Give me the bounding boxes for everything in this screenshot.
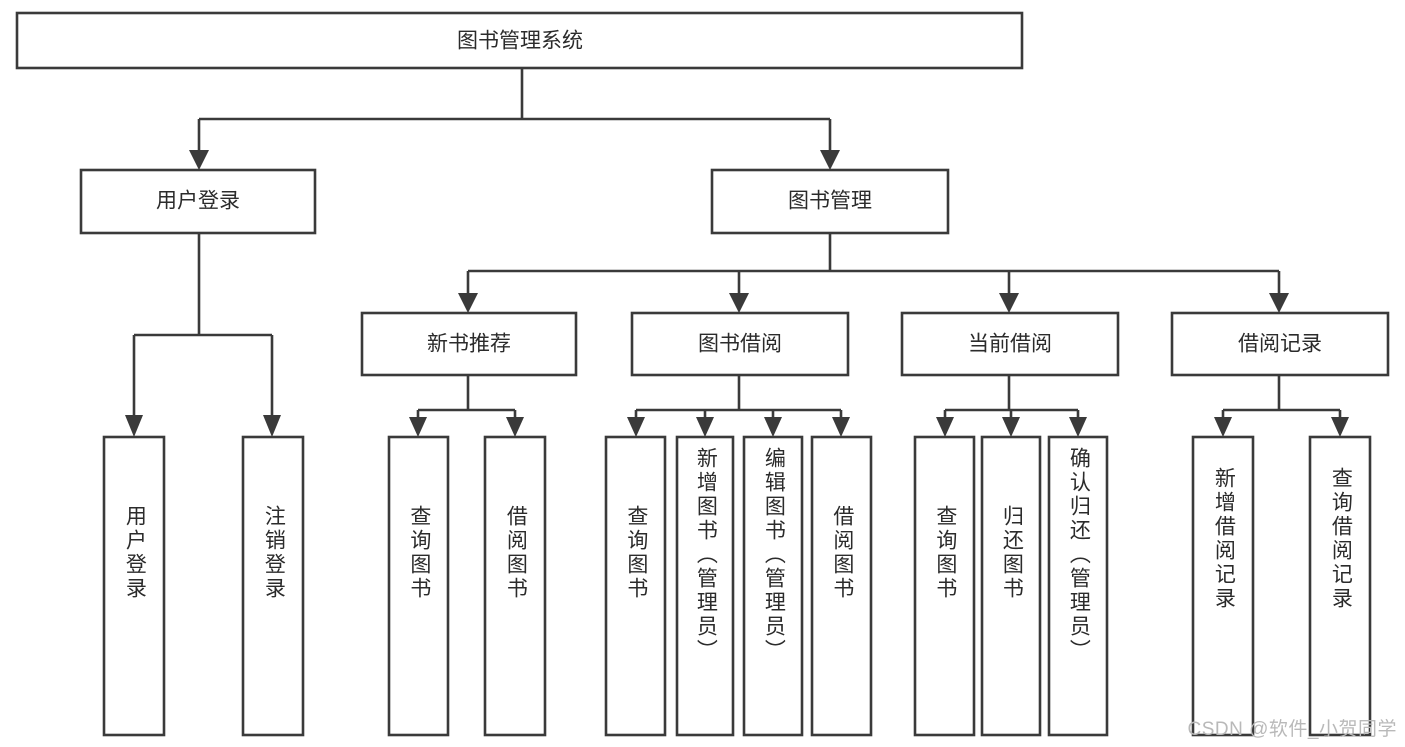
node-user-login[interactable]: 用户登录 <box>79 168 317 235</box>
node-root-box[interactable] <box>15 11 1024 70</box>
leaf-box-borrow-book-1[interactable] <box>483 435 547 737</box>
node-book-borrow[interactable]: 图书借阅 <box>630 311 850 377</box>
node-new-book-recommend-box[interactable] <box>360 311 578 377</box>
leaf-box-query-book-2[interactable] <box>604 435 667 737</box>
arrow-head-leaf-logout <box>263 415 281 437</box>
leaf-box-return-book[interactable] <box>980 435 1042 737</box>
node-borrow-record-label: 借阅记录 <box>1238 333 1322 356</box>
arrow-head-leaf-query-book-2 <box>627 417 645 437</box>
node-book-borrow-label: 图书借阅 <box>698 333 782 356</box>
arrow-head-leaf-return-book <box>1002 417 1020 437</box>
leaf-box-add-book-admin[interactable] <box>675 435 735 737</box>
arrow-head-leaf-add-book <box>696 417 714 437</box>
arrow-head-leaf-confirm-return <box>1069 417 1087 437</box>
node-root[interactable]: 图书管理系统 <box>15 11 1024 70</box>
node-current-borrow[interactable]: 当前借阅 <box>900 311 1120 377</box>
connector-newbook-to-leaves <box>409 375 524 437</box>
arrow-head-record <box>1269 293 1289 313</box>
connector-root-to-level1 <box>189 68 840 170</box>
node-root-label: 图书管理系统 <box>457 30 583 53</box>
arrow-head-leaf-query-book-1 <box>409 417 427 437</box>
leaf-box-add-borrow-record[interactable] <box>1191 435 1255 737</box>
arrow-head-leaf-borrow-book-2 <box>832 417 850 437</box>
connector-borrow-to-leaves <box>627 375 850 437</box>
arrow-head-leaf-edit-book <box>764 417 782 437</box>
arrow-head-leaf-add-record <box>1214 417 1232 437</box>
leaf-box-confirm-return-admin[interactable] <box>1047 435 1109 737</box>
node-book-management[interactable]: 图书管理 <box>710 168 950 235</box>
arrow-head-user-login <box>189 150 209 170</box>
arrow-head-leaf-user-login <box>125 415 143 437</box>
node-borrow-record-box[interactable] <box>1170 311 1390 377</box>
connector-current-to-leaves <box>936 375 1087 437</box>
leaf-box-borrow-book-2[interactable] <box>810 435 873 737</box>
connector-bookmanage-to-level2 <box>458 233 1289 313</box>
arrow-head-book-manage <box>820 150 840 170</box>
node-book-management-box[interactable] <box>710 168 950 235</box>
node-new-book-recommend[interactable]: 新书推荐 <box>360 311 578 377</box>
node-book-borrow-box[interactable] <box>630 311 850 377</box>
node-user-login-label: 用户登录 <box>156 190 240 213</box>
connector-record-to-leaves <box>1214 375 1349 437</box>
node-borrow-record[interactable]: 借阅记录 <box>1170 311 1390 377</box>
arrow-head-current <box>999 293 1019 313</box>
leaf-box-logout[interactable] <box>241 435 305 737</box>
leaf-box-edit-book-admin[interactable] <box>742 435 804 737</box>
leaf-box-query-borrow-record[interactable] <box>1308 435 1372 737</box>
connector-userlogin-to-leaves <box>125 233 281 437</box>
arrow-head-newbook <box>458 293 478 313</box>
node-user-login-box[interactable] <box>79 168 317 235</box>
node-current-borrow-box[interactable] <box>900 311 1120 377</box>
arrow-head-borrow <box>729 293 749 313</box>
leaf-box-user-login[interactable] <box>102 435 166 737</box>
leaf-box-query-book-3[interactable] <box>913 435 976 737</box>
node-new-book-recommend-label: 新书推荐 <box>427 333 511 356</box>
node-book-management-label: 图书管理 <box>788 190 872 213</box>
node-current-borrow-label: 当前借阅 <box>968 333 1052 356</box>
arrow-head-leaf-borrow-book-1 <box>506 417 524 437</box>
arrow-head-leaf-query-record <box>1331 417 1349 437</box>
arrow-head-leaf-query-book-3 <box>936 417 954 437</box>
watermark-text: CSDN @软件_小贺同学 <box>1187 719 1397 740</box>
leaf-box-query-book-1[interactable] <box>387 435 450 737</box>
